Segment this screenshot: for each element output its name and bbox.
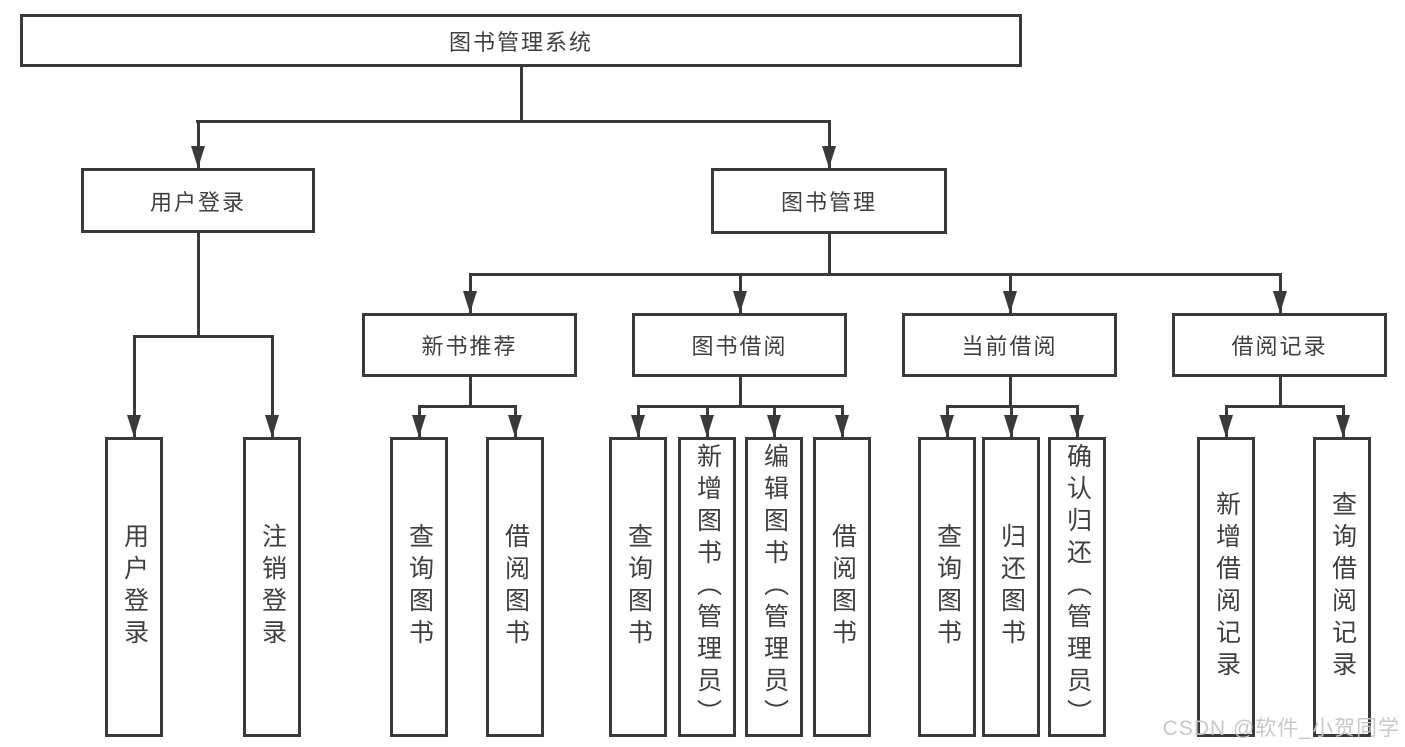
arrow-down-icon [191, 146, 205, 168]
node-label: 新书推荐 [421, 334, 518, 359]
connector-records-stem [1278, 377, 1282, 408]
arrow-down-icon [767, 415, 781, 437]
arrow-down-icon [1336, 415, 1350, 437]
arrow-down-icon [412, 415, 426, 437]
node-book-borrowing: 图书借阅 [632, 313, 847, 377]
connector-userlogin-stem [196, 233, 200, 338]
connector-borrowing-bar [636, 405, 844, 408]
leaf-add-books-admin: 新增图书（管理员） [678, 437, 736, 737]
connector-bookmgmt-bar [468, 273, 1282, 276]
watermark: CSDN @软件_小贺同学 [1162, 717, 1400, 740]
arrow-down-icon [733, 291, 747, 313]
arrow-down-icon [463, 291, 477, 313]
connector-newbook-stem [468, 377, 472, 408]
connector-root-drop-right [827, 120, 831, 168]
arrow-down-icon [822, 146, 836, 168]
node-label: 当前借阅 [961, 334, 1058, 359]
leaf-query-borrow-record: 查询借阅记录 [1313, 437, 1371, 737]
leaf-label: 新增图书（管理员） [693, 443, 722, 731]
node-current-borrowing: 当前借阅 [902, 313, 1117, 377]
leaf-borrow-books-borrowing: 借阅图书 [813, 437, 871, 737]
leaf-query-books-borrowing: 查询图书 [609, 437, 667, 737]
arrow-down-icon [835, 415, 849, 437]
leaf-label: 查询图书 [933, 523, 962, 651]
leaf-label: 查询图书 [405, 523, 434, 651]
leaf-return-books: 归还图书 [982, 437, 1040, 737]
connector-userlogin-drop1 [132, 335, 136, 437]
connector-records-bar [1224, 405, 1344, 408]
connector-root-bar [196, 120, 831, 123]
node-new-book-recommendation: 新书推荐 [362, 313, 577, 377]
node-label: 图书管理 [780, 190, 877, 215]
leaf-label: 归还图书 [997, 523, 1026, 651]
connector-userlogin-bar [132, 335, 274, 338]
arrow-down-icon [508, 415, 522, 437]
connector-current-stem [1008, 377, 1012, 408]
leaf-label: 注销登录 [258, 523, 287, 651]
arrow-down-icon [1004, 415, 1018, 437]
connector-borrowing-stem [738, 377, 742, 408]
arrow-down-icon [631, 415, 645, 437]
arrow-down-icon [1070, 415, 1084, 437]
connector-root-drop-left [196, 120, 200, 168]
node-label: 用户登录 [149, 189, 246, 215]
leaf-borrow-books-recommend: 借阅图书 [486, 437, 544, 737]
node-book-management: 图书管理 [711, 168, 947, 234]
leaf-label: 查询图书 [624, 523, 653, 651]
leaf-label: 用户登录 [120, 523, 149, 651]
arrow-down-icon [1273, 291, 1287, 313]
node-user-login: 用户登录 [81, 168, 315, 233]
leaf-label: 新增借阅记录 [1212, 491, 1241, 683]
leaf-confirm-return-admin: 确认归还（管理员） [1048, 437, 1106, 737]
node-label: 借阅记录 [1231, 334, 1328, 359]
leaf-label: 确认归还（管理员） [1063, 443, 1092, 731]
arrow-down-icon [1219, 415, 1233, 437]
arrow-down-icon [1003, 291, 1017, 313]
leaf-label: 查询借阅记录 [1328, 491, 1357, 683]
node-label: 图书管理系统 [448, 29, 593, 55]
leaf-add-borrow-record: 新增借阅记录 [1197, 437, 1255, 737]
leaf-label: 借阅图书 [828, 523, 857, 651]
arrow-down-icon [700, 415, 714, 437]
arrow-down-icon [940, 415, 954, 437]
leaf-query-books-current: 查询图书 [918, 437, 976, 737]
connector-newbook-bar [417, 405, 517, 408]
leaf-edit-books-admin: 编辑图书（管理员） [745, 437, 803, 737]
connector-bookmgmt-stem [827, 234, 831, 276]
arrow-down-icon [265, 415, 279, 437]
arrow-down-icon [127, 415, 141, 437]
leaf-user-login: 用户登录 [105, 437, 163, 737]
node-library-management-system: 图书管理系统 [20, 14, 1022, 67]
connector-root-stem [520, 67, 523, 123]
leaf-label: 编辑图书（管理员） [760, 443, 789, 731]
leaf-label: 借阅图书 [501, 523, 530, 651]
node-label: 图书借阅 [691, 334, 788, 359]
leaf-query-books-recommend: 查询图书 [390, 437, 448, 737]
leaf-logout: 注销登录 [243, 437, 301, 737]
node-borrowing-records: 借阅记录 [1172, 313, 1387, 377]
connector-userlogin-drop2 [270, 335, 274, 437]
